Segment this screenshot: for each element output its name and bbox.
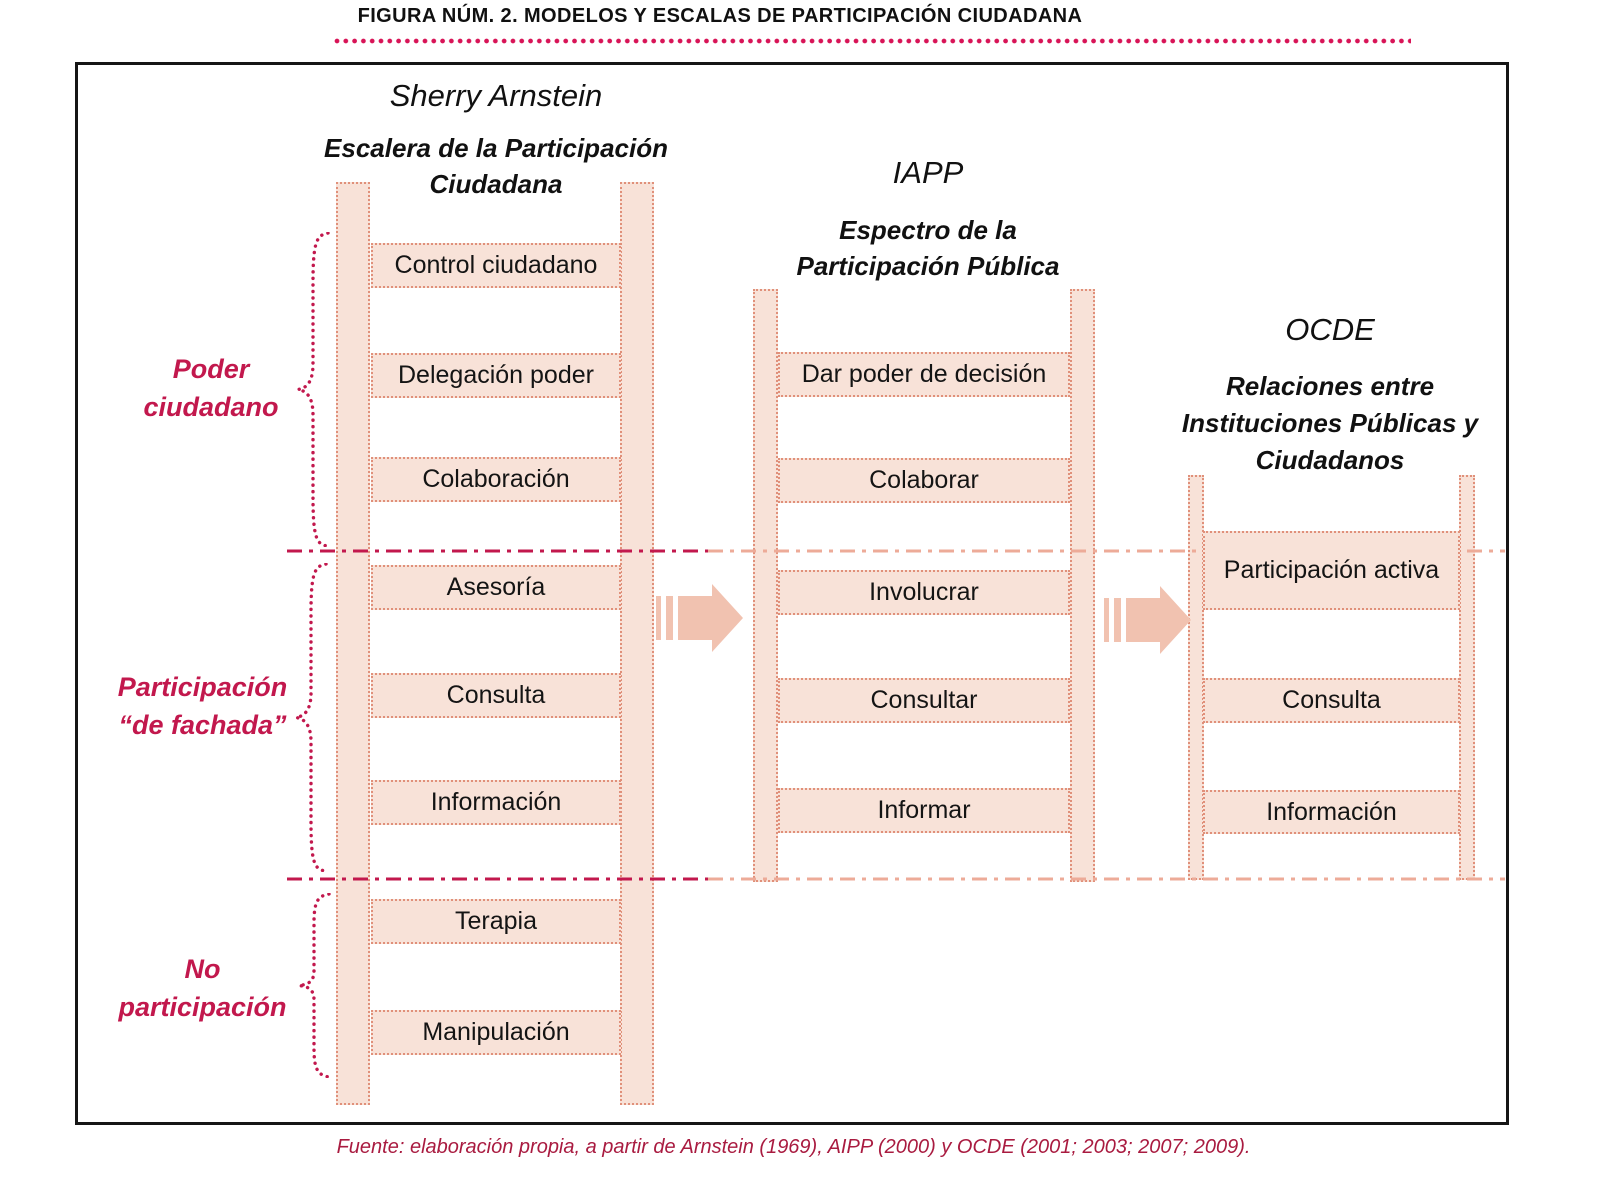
side-label-line: No [184, 954, 221, 984]
side-label-line: “de fachada” [118, 710, 287, 740]
ocde-ladder-rail-right [1459, 475, 1475, 880]
ocde-rung-consulta: Consulta [1203, 678, 1460, 723]
side-label-poder-ciudadano: Poder ciudadano [105, 350, 317, 426]
arnstein-ladder-rail-left [336, 182, 370, 1105]
iapp-rung-informar: Informar [778, 788, 1070, 833]
arnstein-rung-delegacion-poder: Delegación poder [371, 353, 621, 398]
arnstein-subtitle: Escalera de la Participación Ciudadana [286, 130, 706, 202]
arnstein-ladder-rail-right [620, 182, 654, 1105]
iapp-ladder-rail-right [1070, 289, 1095, 882]
side-label-line: participación [118, 992, 287, 1022]
title-dotted-underline [333, 37, 1411, 45]
iapp-author-title: IAPP [892, 155, 964, 190]
iapp-rung-colaborar: Colaborar [778, 458, 1070, 503]
iapp-rung-dar-poder: Dar poder de decisión [778, 352, 1070, 397]
iapp-rung-involucrar: Involucrar [778, 570, 1070, 615]
arnstein-subtitle-line2: Ciudadana [429, 169, 563, 199]
side-label-line: ciudadano [143, 392, 279, 422]
striped-right-arrow-icon [656, 584, 743, 652]
ocde-subtitle-line3: Ciudadanos [1255, 445, 1405, 475]
ocde-subtitle: Relaciones entre Instituciones Públicas … [1135, 368, 1525, 479]
arnstein-rung-manipulacion: Manipulación [371, 1010, 621, 1055]
striped-right-arrow-icon [1104, 586, 1191, 654]
side-label-line: Participación [117, 672, 288, 702]
ocde-rung-participacion-activa: Participación activa [1203, 531, 1460, 610]
side-label-line: Poder [172, 354, 250, 384]
ocde-subtitle-line1: Relaciones entre [1225, 371, 1435, 401]
dotted-curly-brace-icon [295, 563, 328, 872]
arnstein-rung-informacion: Información [371, 780, 621, 825]
arnstein-rung-asesoria: Asesoría [371, 565, 621, 610]
ocde-rung-informacion: Información [1203, 790, 1460, 834]
figure-source-caption: Fuente: elaboración propia, a partir de … [336, 1136, 1251, 1158]
iapp-subtitle: Espectro de la Participación Pública [748, 212, 1108, 284]
iapp-subtitle-line1: Espectro de la [839, 215, 1017, 245]
dotted-curly-brace-icon [297, 232, 330, 547]
arnstein-rung-consulta: Consulta [371, 673, 621, 718]
arnstein-rung-terapia: Terapia [371, 899, 621, 944]
dotted-curly-brace-icon [298, 893, 331, 1078]
arnstein-subtitle-line1: Escalera de la Participación [324, 133, 668, 163]
iapp-rung-consultar: Consultar [778, 678, 1070, 723]
figure-title: FIGURA NÚM. 2. MODELOS Y ESCALAS DE PART… [357, 5, 1083, 27]
ocde-author-title: OCDE [1285, 312, 1375, 347]
arnstein-rung-control-ciudadano: Control ciudadano [371, 243, 621, 288]
side-label-no-participacion: No participación [95, 950, 310, 1026]
ocde-subtitle-line2: Instituciones Públicas y [1181, 408, 1479, 438]
arnstein-rung-colaboracion: Colaboración [371, 457, 621, 502]
iapp-subtitle-line2: Participación Pública [796, 251, 1060, 281]
ocde-ladder-rail-left [1188, 475, 1204, 880]
iapp-ladder-rail-left [753, 289, 778, 882]
side-label-participacion-fachada: Participación “de fachada” [95, 668, 310, 744]
arnstein-author-title: Sherry Arnstein [389, 78, 603, 113]
divider-line-bottom [287, 877, 1505, 881]
